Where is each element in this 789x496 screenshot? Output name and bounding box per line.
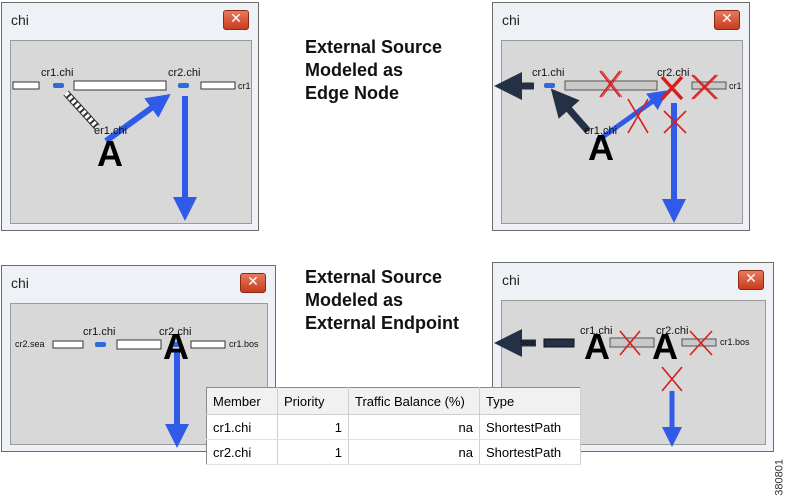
link-left-stub	[12, 81, 40, 90]
network-diagram	[12, 80, 236, 221]
column-header-type[interactable]: Type	[479, 387, 581, 415]
cell-traffic-balance: na	[348, 414, 480, 440]
figure-id: 380801	[774, 459, 786, 496]
source-marker-a: A	[97, 133, 123, 174]
cell-member: cr1.chi	[206, 414, 278, 440]
members-table: Member Priority Traffic Balance (%) Type…	[206, 387, 581, 465]
source-marker-a-left: A	[584, 326, 610, 367]
window-top-left: chi ✕ cr1.chi cr2.chi er1.chi cr1 A	[1, 2, 259, 231]
link-bos-stub	[190, 340, 226, 349]
failure-x-down	[663, 110, 687, 134]
node-label-cr2: cr2.chi	[656, 325, 689, 337]
cell-priority: 1	[277, 414, 349, 440]
node-label-cr1: cr1.chi	[83, 326, 116, 338]
link-right-stub	[200, 81, 236, 90]
caption-line: External Source	[305, 37, 443, 57]
caption-line: Edge Node	[305, 83, 400, 103]
caption-line: Modeled as	[305, 60, 404, 80]
cell-member: cr2.chi	[206, 439, 278, 465]
table-row[interactable]: cr1.chi 1 na ShortestPath	[206, 414, 581, 440]
link-er1-cr1-inner	[64, 91, 99, 129]
node-label-cr2: cr2.chi	[657, 67, 690, 79]
node-label-cr1: cr1.chi	[41, 67, 74, 79]
network-canvas: cr2.sea cr1.chi cr2.chi cr1.bos A	[10, 303, 268, 448]
caption-line: External Source	[305, 267, 443, 287]
node-label-cr1-right: cr1	[729, 81, 742, 91]
window-title: chi	[11, 12, 29, 28]
failure-x-node-cr2	[660, 75, 684, 101]
node-label-cr1: cr1.chi	[532, 67, 565, 79]
node-cr1	[53, 83, 64, 88]
source-marker-a-right: A	[652, 326, 678, 367]
node-cr2	[171, 342, 182, 347]
link-cr1-cr2-failed	[609, 337, 655, 348]
window-title: chi	[11, 275, 29, 291]
close-button[interactable]: ✕	[240, 273, 266, 293]
node-label-cr1-bos: cr1.bos	[720, 337, 750, 347]
link-sea-stub	[52, 340, 84, 349]
window-top-right: chi ✕	[492, 2, 750, 231]
cell-type: ShortestPath	[479, 414, 581, 440]
node-label-cr1-right: cr1	[238, 81, 251, 91]
node-label-cr2: cr2.chi	[168, 67, 201, 79]
close-button[interactable]: ✕	[714, 10, 740, 30]
table-header-row: Member Priority Traffic Balance (%) Type	[206, 387, 581, 415]
close-button[interactable]: ✕	[738, 270, 764, 290]
caption-external-endpoint: External Source Modeled as External Endp…	[305, 266, 459, 335]
link-cr1-cr2	[116, 339, 162, 350]
node-label-cr2: cr2.chi	[159, 326, 192, 338]
network-diagram	[494, 70, 727, 223]
network-canvas: cr1.chi cr2.chi er1.chi cr1 A	[10, 40, 252, 224]
source-marker-a: A	[163, 326, 189, 367]
window-title: chi	[502, 12, 520, 28]
source-marker-a: A	[588, 127, 614, 168]
window-title: chi	[502, 272, 520, 288]
column-header-member[interactable]: Member	[206, 387, 278, 415]
node-label-sea: sea	[520, 337, 535, 347]
node-label-er1: er1.chi	[94, 125, 128, 137]
table-row[interactable]: cr2.chi 1 na ShortestPath	[206, 439, 581, 465]
caption-line: External Endpoint	[305, 313, 460, 333]
cell-traffic-balance: na	[348, 439, 480, 465]
caption-line: Modeled as	[305, 290, 404, 310]
node-label-er1: er1.chi	[584, 125, 618, 137]
failure-x-right	[691, 74, 719, 100]
flow-arrow-diagonal	[595, 90, 669, 144]
node-cr1	[544, 83, 555, 88]
cell-type: ShortestPath	[479, 439, 581, 465]
failure-x-right	[689, 330, 713, 356]
failure-x-diagonal	[627, 98, 649, 134]
node-label-cr1-bos: cr1.bos	[229, 339, 259, 349]
failure-x-link	[599, 70, 623, 98]
link-sea-stub	[543, 338, 575, 348]
column-header-traffic-balance[interactable]: Traffic Balance (%)	[348, 387, 480, 415]
node-cr1	[95, 342, 106, 347]
network-diagram	[494, 329, 717, 447]
node-label-cr2-sea: cr2.sea	[15, 339, 45, 349]
close-button[interactable]: ✕	[223, 10, 249, 30]
caption-edge-node: External Source Modeled as Edge Node	[305, 36, 442, 105]
column-header-priority[interactable]: Priority	[277, 387, 349, 415]
node-label-cr1: cr1.chi	[580, 325, 613, 337]
network-diagram	[52, 339, 226, 448]
network-canvas: cr1.chi cr2.chi er1.chi cr1 A	[494, 40, 743, 224]
failure-x-down	[661, 366, 683, 392]
node-cr2	[178, 83, 189, 88]
cell-priority: 1	[277, 439, 349, 465]
link-cr1-cr2	[73, 80, 167, 91]
flow-arrow-er1-cr1	[550, 88, 591, 134]
flow-arrow-diagonal	[104, 93, 171, 144]
failure-x-link	[619, 330, 641, 356]
